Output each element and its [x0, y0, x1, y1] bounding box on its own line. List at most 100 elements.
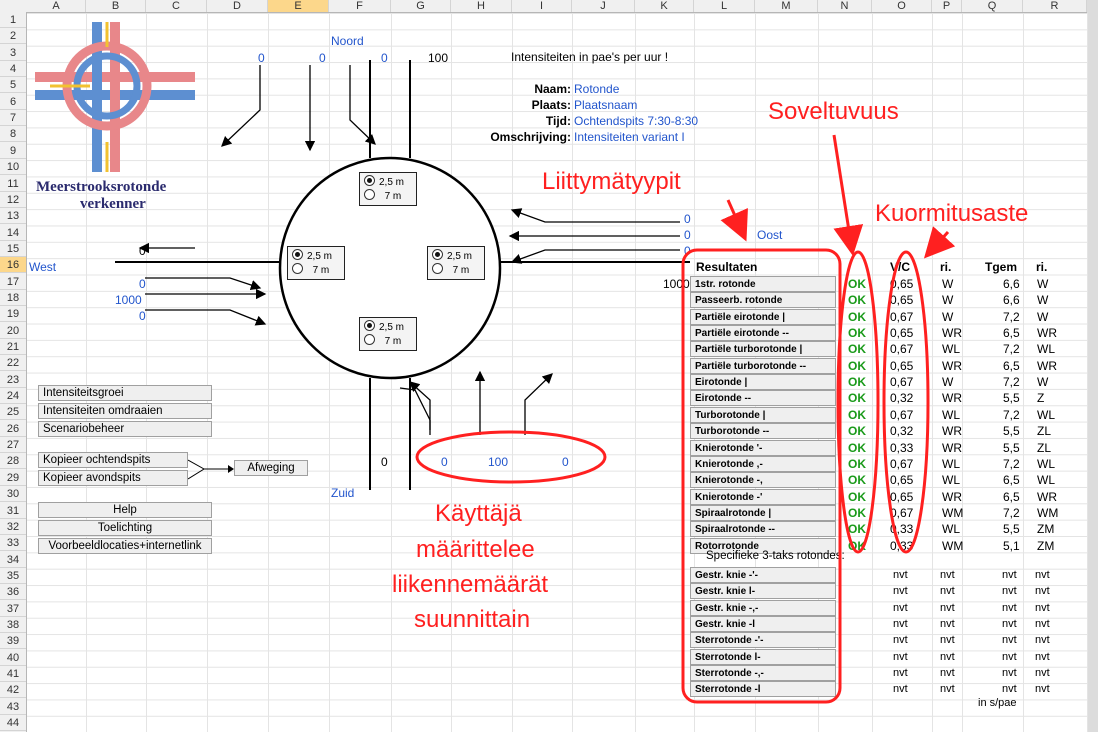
radio-empty-icon[interactable]: [292, 263, 303, 274]
vertical-scrollbar[interactable]: [1087, 0, 1098, 732]
north-value-cell[interactable]: 0: [319, 51, 326, 65]
voorbeeldlocaties-button[interactable]: Voorbeeldlocaties+internetlink: [38, 538, 212, 554]
lane-selector-east[interactable]: 2,5 m 7 m: [427, 246, 485, 280]
row-header[interactable]: 34: [0, 552, 26, 568]
row-header[interactable]: 33: [0, 535, 26, 552]
column-header[interactable]: H: [451, 0, 512, 12]
tijd-value[interactable]: Ochtendspits 7:30-8:30: [574, 114, 699, 128]
specific-type-button[interactable]: Sterrotonde -l: [690, 681, 836, 698]
row-header[interactable]: 19: [0, 306, 26, 323]
column-header[interactable]: F: [329, 0, 391, 12]
row-header[interactable]: 37: [0, 601, 26, 617]
row-header[interactable]: 12: [0, 192, 26, 208]
roundabout-type-button[interactable]: Knierotonde ,-: [690, 455, 836, 472]
west-value-cell[interactable]: 0: [139, 309, 146, 323]
row-header[interactable]: 18: [0, 290, 26, 306]
row-header[interactable]: 8: [0, 126, 26, 143]
east-value-cell[interactable]: 0: [684, 228, 691, 242]
row-header[interactable]: 26: [0, 421, 26, 437]
row-header[interactable]: 15: [0, 241, 26, 257]
specific-type-button[interactable]: Gestr. knie -l: [690, 616, 836, 633]
row-header[interactable]: 6: [0, 94, 26, 110]
specific-type-button[interactable]: Sterrotonde l-: [690, 648, 836, 665]
east-value-cell[interactable]: 0: [684, 212, 691, 226]
specific-type-button[interactable]: Gestr. knie -,-: [690, 599, 836, 616]
row-header[interactable]: 32: [0, 519, 26, 535]
row-header[interactable]: 40: [0, 650, 26, 666]
column-header[interactable]: L: [694, 0, 755, 12]
row-header[interactable]: 35: [0, 568, 26, 584]
row-header[interactable]: 36: [0, 584, 26, 601]
roundabout-type-button[interactable]: Turborotonde --: [690, 423, 836, 440]
radio-selected-icon[interactable]: [292, 249, 303, 260]
roundabout-type-button[interactable]: Rotorrotonde: [690, 537, 836, 554]
row-header[interactable]: 23: [0, 372, 26, 388]
roundabout-type-button[interactable]: Turborotonde |: [690, 406, 836, 423]
row-header[interactable]: 7: [0, 110, 26, 127]
plaats-value[interactable]: Plaatsnaam: [574, 98, 638, 112]
row-header[interactable]: 30: [0, 486, 26, 503]
column-header[interactable]: E: [268, 0, 329, 12]
row-header[interactable]: 25: [0, 404, 26, 421]
radio-selected-icon[interactable]: [364, 175, 375, 186]
column-header[interactable]: P: [932, 0, 962, 12]
west-value-cell[interactable]: 0: [139, 277, 146, 291]
lane-selector-south[interactable]: 2,5 m 7 m: [359, 317, 417, 351]
row-header[interactable]: 1: [0, 12, 26, 28]
south-value-cell[interactable]: 100: [488, 455, 509, 469]
help-button[interactable]: Help: [38, 502, 212, 518]
row-header[interactable]: 16: [0, 257, 26, 274]
scenariobeheer-button[interactable]: Scenariobeheer: [38, 421, 212, 437]
column-header[interactable]: D: [207, 0, 268, 12]
radio-empty-icon[interactable]: [432, 263, 443, 274]
column-header[interactable]: O: [872, 0, 932, 12]
column-header[interactable]: B: [86, 0, 146, 12]
specific-type-button[interactable]: Sterrotonde -,-: [690, 665, 836, 682]
row-header[interactable]: 43: [0, 699, 26, 715]
afweging-button[interactable]: Afweging: [234, 460, 308, 476]
east-value-cell[interactable]: 0: [684, 244, 691, 258]
intensiteiten-omdraaien-button[interactable]: Intensiteiten omdraaien: [38, 403, 212, 419]
south-value-cell[interactable]: 0: [441, 455, 448, 469]
row-header[interactable]: 44: [0, 715, 26, 732]
column-header[interactable]: R: [1023, 0, 1087, 12]
roundabout-type-button[interactable]: Partiële turborotonde --: [690, 357, 836, 374]
row-header[interactable]: 20: [0, 323, 26, 339]
roundabout-type-button[interactable]: Partiële eirotonde --: [690, 325, 836, 342]
specific-type-button[interactable]: Sterrotonde -'-: [690, 632, 836, 649]
row-header[interactable]: 17: [0, 274, 26, 290]
radio-selected-icon[interactable]: [364, 320, 375, 331]
column-header[interactable]: I: [512, 0, 572, 12]
roundabout-type-button[interactable]: Passeerb. rotonde: [690, 292, 836, 309]
radio-empty-icon[interactable]: [364, 189, 375, 200]
south-value-cell[interactable]: 0: [562, 455, 569, 469]
row-header[interactable]: 22: [0, 355, 26, 372]
row-header[interactable]: 21: [0, 339, 26, 355]
row-header[interactable]: 24: [0, 388, 26, 405]
lane-selector-west[interactable]: 2,5 m 7 m: [287, 246, 345, 280]
copy-morning-button[interactable]: Kopieer ochtendspits: [38, 452, 188, 468]
column-header[interactable]: K: [635, 0, 694, 12]
cell-grid[interactable]: [27, 13, 1087, 732]
row-header[interactable]: 27: [0, 437, 26, 454]
roundabout-type-button[interactable]: Knierotonde -': [690, 488, 836, 505]
specific-type-button[interactable]: Gestr. knie -'-: [690, 567, 836, 583]
roundabout-type-button[interactable]: Spiraalrotonde |: [690, 504, 836, 521]
radio-empty-icon[interactable]: [364, 334, 375, 345]
lane-selector-north[interactable]: 2,5 m 7 m: [359, 172, 417, 206]
row-header[interactable]: 9: [0, 143, 26, 159]
roundabout-type-button[interactable]: Spiraalrotonde --: [690, 521, 836, 538]
column-header[interactable]: G: [391, 0, 451, 12]
roundabout-type-button[interactable]: Knierotonde '-: [690, 439, 836, 456]
column-header[interactable]: J: [572, 0, 635, 12]
column-header[interactable]: M: [755, 0, 818, 12]
row-header[interactable]: 31: [0, 503, 26, 519]
radio-selected-icon[interactable]: [432, 249, 443, 260]
roundabout-type-button[interactable]: Partiële eirotonde |: [690, 308, 836, 325]
west-value-cell[interactable]: 1000: [115, 293, 142, 307]
row-header[interactable]: 28: [0, 453, 26, 470]
row-header[interactable]: 13: [0, 208, 26, 225]
intensiteitsgroei-button[interactable]: Intensiteitsgroei: [38, 385, 212, 401]
row-header[interactable]: 39: [0, 633, 26, 650]
omschrijving-value[interactable]: Intensiteiten variant I: [574, 130, 685, 144]
